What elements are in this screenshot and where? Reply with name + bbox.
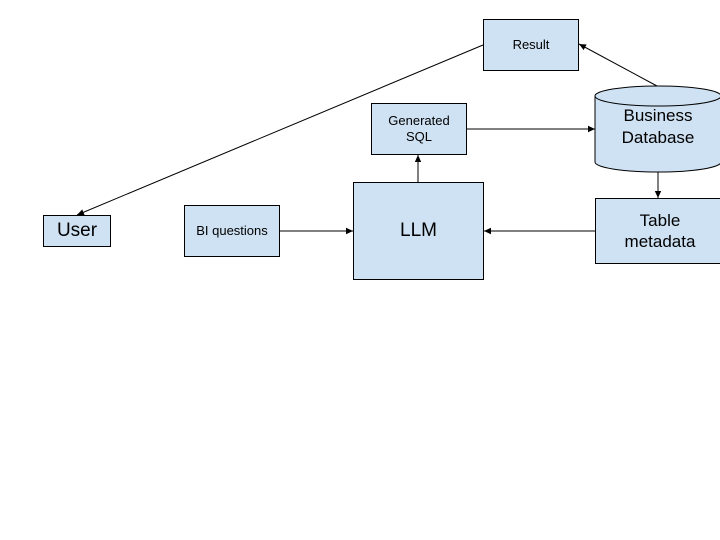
user-node: User — [43, 215, 111, 247]
result-node: Result — [483, 19, 579, 71]
result-label: Result — [512, 36, 550, 52]
user-label: User — [56, 220, 98, 242]
llm-label: LLM — [400, 220, 437, 242]
bi-questions-node: BI questions — [184, 205, 280, 257]
llm-node: LLM — [353, 182, 484, 280]
database-cylinder-shape — [594, 85, 720, 173]
edge-result-to-user — [76, 44, 484, 216]
business-database-label: Business Database — [621, 105, 695, 147]
generated-sql-node: Generated SQL — [371, 103, 467, 155]
bi-questions-label: BI questions — [196, 222, 268, 238]
generated-sql-label: Generated SQL — [388, 112, 450, 144]
table-metadata-node: Table metadata — [595, 198, 720, 264]
business-database-node: Business Database — [594, 96, 720, 158]
table-metadata-label: Table metadata — [624, 210, 696, 251]
edge-database-to-result — [578, 43, 658, 87]
